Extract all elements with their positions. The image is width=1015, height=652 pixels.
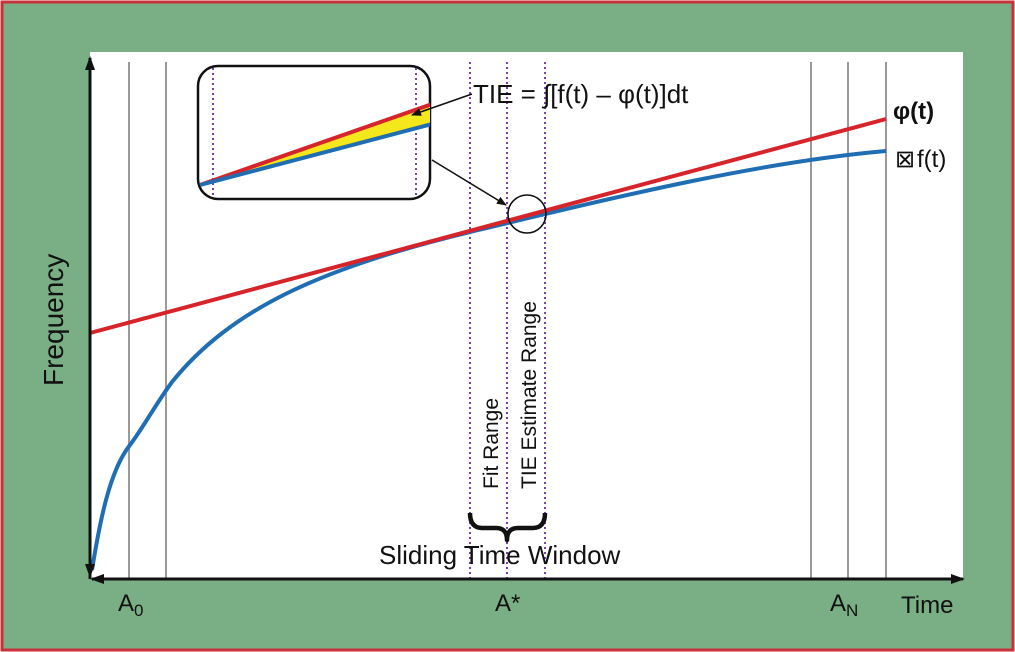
fit-range-label: Fit Range: [480, 398, 503, 489]
marker-an: AN: [830, 590, 858, 620]
phi-curve: [89, 117, 887, 335]
inset-f-line: [199, 122, 430, 187]
x-axis-label: Time: [901, 592, 953, 619]
zoom-pointer: [431, 159, 507, 206]
f-label: f(t): [917, 146, 946, 173]
range-brace: [467, 512, 548, 543]
tie-estimate-range-label: TIE Estimate Range: [518, 301, 541, 489]
tie-formula: TIE = ∫[f(t) – φ(t)]dt: [473, 79, 689, 109]
f-curve: [90, 149, 887, 571]
sliding-window-label: Sliding Time Window: [379, 540, 621, 570]
marker-a-star: A*: [495, 590, 520, 617]
y-axis-label: Frequency: [38, 254, 69, 386]
inset-phi-line: [199, 102, 430, 187]
phi-label: φ(t): [893, 98, 934, 125]
marker-a0: A0: [118, 590, 143, 620]
zoom-circle: [507, 194, 547, 234]
f-glyph-icon: ⊠: [895, 146, 915, 173]
formula-pointer: [411, 93, 473, 116]
